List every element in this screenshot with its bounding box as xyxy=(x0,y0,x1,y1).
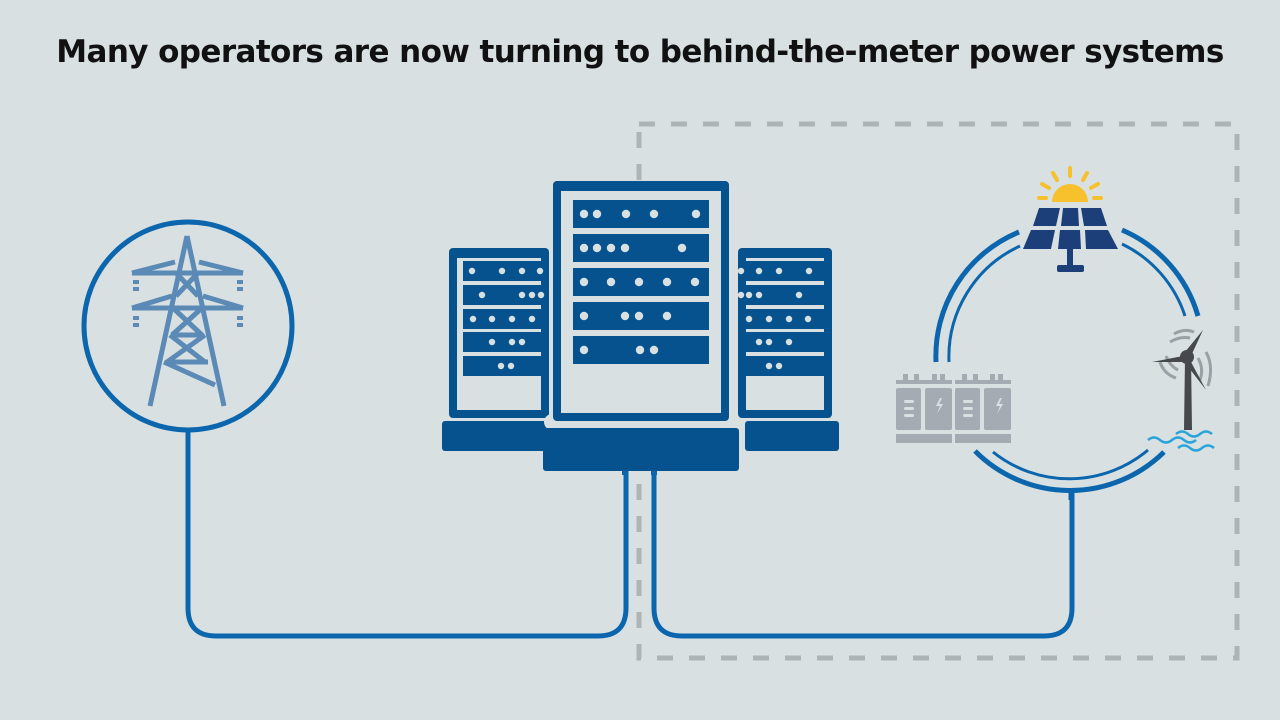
center-rack-led xyxy=(635,345,645,355)
right-rack-unit xyxy=(738,285,824,305)
grid-connector xyxy=(622,471,628,475)
left-rack-led xyxy=(528,291,536,299)
center-rack-led xyxy=(677,243,687,253)
btm-connector xyxy=(651,471,657,475)
left-rack-led xyxy=(518,267,526,275)
left-rack-unit xyxy=(463,309,548,329)
center-rack-led xyxy=(620,243,630,253)
right-rack-led xyxy=(755,338,763,346)
left-rack-unit xyxy=(463,332,548,352)
left-rack-led xyxy=(518,338,526,346)
right-rack-led xyxy=(737,291,745,299)
center-rack-led xyxy=(620,311,630,321)
right-rack-led xyxy=(775,362,783,370)
left-rack-led xyxy=(518,291,526,299)
battery-storage-icon xyxy=(896,374,1011,443)
wind-turbine-icon xyxy=(1147,328,1215,452)
left-rack-led xyxy=(508,338,516,346)
left-rack-led xyxy=(468,267,476,275)
center-rack-base xyxy=(543,428,739,471)
left-rack-led xyxy=(536,267,544,275)
transmission-tower-icon xyxy=(131,235,244,407)
grid-to-datacenter-line xyxy=(185,430,629,639)
left-rack-unit xyxy=(463,285,548,305)
btm-to-datacenter-line xyxy=(651,470,1075,639)
right-rack-led xyxy=(785,315,793,323)
right-rack-led xyxy=(745,315,753,323)
center-rack-led xyxy=(649,209,659,219)
center-rack-led xyxy=(662,277,672,287)
center-rack-led xyxy=(606,277,616,287)
right-rack-led xyxy=(795,291,803,299)
left-rack-led xyxy=(528,315,536,323)
right-rack-led xyxy=(785,338,793,346)
headline: Many operators are now turning to behind… xyxy=(56,34,1224,70)
right-rack-led xyxy=(765,338,773,346)
center-rack-led xyxy=(579,209,589,219)
right-rack-led xyxy=(755,291,763,299)
right-rack-led xyxy=(745,291,753,299)
right-rack-led xyxy=(765,362,773,370)
left-rack-base xyxy=(442,421,552,451)
center-rack-led xyxy=(579,345,589,355)
left-rack-led xyxy=(497,362,505,370)
left-rack-unit xyxy=(463,261,548,281)
server-rack-icon xyxy=(442,181,839,475)
center-rack-led xyxy=(691,209,701,219)
solar-panel-icon xyxy=(1023,166,1118,272)
left-rack-led xyxy=(469,315,477,323)
center-rack-led xyxy=(592,209,602,219)
center-rack-led xyxy=(579,277,589,287)
center-rack-led xyxy=(579,243,589,253)
center-rack-led xyxy=(662,311,672,321)
center-rack-led xyxy=(579,311,589,321)
left-rack-led xyxy=(537,291,545,299)
right-rack-led xyxy=(804,315,812,323)
center-rack-led xyxy=(690,277,700,287)
left-rack-led xyxy=(508,315,516,323)
left-rack-led xyxy=(478,291,486,299)
left-rack-unit xyxy=(463,356,548,376)
center-rack-led xyxy=(634,311,644,321)
right-rack-led xyxy=(805,267,813,275)
right-rack-led xyxy=(737,267,745,275)
microgrid-ring xyxy=(933,227,1201,500)
center-rack-led xyxy=(634,277,644,287)
insulator-marks xyxy=(133,280,243,327)
right-rack-led xyxy=(755,267,763,275)
center-rack-led xyxy=(606,243,616,253)
right-rack-unit xyxy=(738,332,824,352)
left-rack-led xyxy=(488,315,496,323)
left-rack-led xyxy=(507,362,515,370)
center-rack-led xyxy=(649,345,659,355)
grid-node xyxy=(81,219,295,433)
left-rack-led xyxy=(488,338,496,346)
right-rack-led xyxy=(765,315,773,323)
right-rack-base xyxy=(745,421,839,451)
center-rack-led xyxy=(592,243,602,253)
right-rack-led xyxy=(775,267,783,275)
right-rack-unit xyxy=(738,309,824,329)
left-rack-led xyxy=(498,267,506,275)
center-rack-led xyxy=(621,209,631,219)
